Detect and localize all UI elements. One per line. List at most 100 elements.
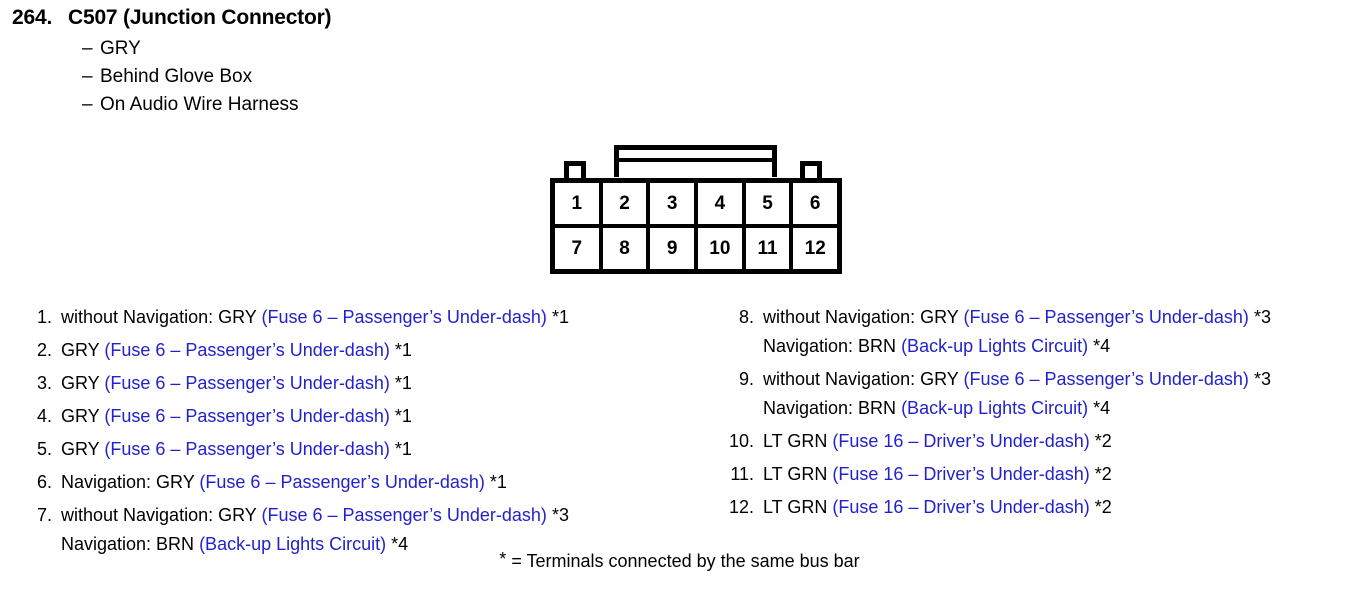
connector-attribute-label: GRY	[100, 38, 141, 59]
bullet-dash-icon: –	[82, 66, 93, 87]
pin-number: 11.	[730, 464, 754, 484]
item-number: 264.	[12, 6, 53, 29]
pin-description-line: LT GRN (Fuse 16 – Driver’s Under-dash) *…	[763, 427, 1358, 456]
pin-description-line: Navigation: BRN (Back-up Lights Circuit)…	[763, 332, 1358, 361]
pin-description-line: without Navigation: GRY (Fuse 6 – Passen…	[763, 303, 1358, 332]
pin-description: GRY (Fuse 6 – Passenger’s Under-dash) *1	[52, 369, 696, 398]
pin-description: GRY (Fuse 6 – Passenger’s Under-dash) *1	[52, 435, 696, 464]
connector-pin-8: 8	[603, 228, 651, 269]
circuit-reference: (Back-up Lights Circuit)	[901, 336, 1089, 356]
wire-color-label: without Navigation: GRY	[61, 505, 262, 525]
pin-description-line: without Navigation: GRY (Fuse 6 – Passen…	[61, 303, 696, 332]
pin-list-left-column: 1. without Navigation: GRY (Fuse 6 – Pass…	[16, 303, 696, 563]
circuit-reference: (Fuse 16 – Driver’s Under-dash)	[832, 464, 1090, 484]
connector-pin-6: 6	[809, 192, 821, 214]
wire-color-label: LT GRN	[763, 431, 833, 451]
circuit-reference: (Back-up Lights Circuit)	[901, 398, 1089, 418]
connector-pin-row-top: 1 2 3 4 5 6	[555, 183, 837, 228]
bus-bar-marker: *1	[389, 340, 412, 360]
pin-description-line: GRY (Fuse 6 – Passenger’s Under-dash) *1	[61, 336, 696, 365]
circuit-reference: (Fuse 6 – Passenger’s Under-dash)	[104, 373, 390, 393]
pin-list-item: 5.GRY (Fuse 6 – Passenger’s Under-dash) …	[16, 435, 696, 464]
pin-description: without Navigation: GRY (Fuse 6 – Passen…	[52, 303, 696, 332]
pin-number: 2.	[36, 340, 52, 360]
bus-bar-marker: *4	[1088, 398, 1111, 418]
connector-pin-row-bottom: 7 8 9 10 11 12	[555, 228, 837, 269]
circuit-reference: (Fuse 6 – Passenger’s Under-dash)	[104, 340, 390, 360]
pin-description: LT GRN (Fuse 16 – Driver’s Under-dash) *…	[754, 460, 1358, 489]
pin-list-item: 10. LT GRN (Fuse 16 – Driver’s Under-dash…	[718, 427, 1358, 456]
connector-attribute-label: Behind Glove Box	[100, 66, 253, 87]
connector-pin-7: 7	[555, 228, 603, 269]
pin-number: 1.	[36, 307, 52, 327]
pin-description-line: LT GRN (Fuse 16 – Driver’s Under-dash) *…	[763, 460, 1358, 489]
circuit-reference: (Fuse 6 – Passenger’s Under-dash)	[963, 369, 1249, 389]
bus-bar-marker: *4	[386, 534, 409, 554]
pin-description: without Navigation: GRY (Fuse 6 – Passen…	[754, 365, 1358, 423]
pin-description-line: without Navigation: GRY (Fuse 6 – Passen…	[61, 501, 696, 530]
connector-pin-2: 2	[603, 183, 651, 224]
connector-pin-5: 5	[746, 183, 794, 224]
pin-list-item: 3.GRY (Fuse 6 – Passenger’s Under-dash) …	[16, 369, 696, 398]
bus-bar-marker: *1	[546, 307, 569, 327]
connector-attribute-location: –Behind Glove Box	[82, 63, 712, 91]
pin-number: 12.	[728, 497, 754, 517]
pin-description: GRY (Fuse 6 – Passenger’s Under-dash) *1	[52, 336, 696, 365]
pin-description: GRY (Fuse 6 – Passenger’s Under-dash) *1	[52, 402, 696, 431]
pin-description: without Navigation: GRY (Fuse 6 – Passen…	[754, 303, 1358, 361]
connector-pin-10: 10	[698, 228, 746, 269]
circuit-reference: (Fuse 16 – Driver’s Under-dash)	[832, 431, 1090, 451]
connector-notch-left	[564, 161, 586, 183]
circuit-reference: (Fuse 6 – Passenger’s Under-dash)	[199, 472, 485, 492]
connector-latch-tab-line	[619, 158, 772, 162]
connector-pin-1: 1	[555, 183, 603, 224]
bus-bar-marker: *1	[389, 439, 412, 459]
wire-color-label: GRY	[61, 373, 105, 393]
page-title: 264. C507 (Junction Connector)	[12, 6, 712, 30]
pin-description: Navigation: GRY (Fuse 6 – Passenger’s Un…	[52, 468, 696, 497]
bus-bar-marker: *3	[546, 505, 569, 525]
connector-header: 264. C507 (Junction Connector) –GRY –Beh…	[12, 6, 712, 119]
bus-bar-marker: *2	[1089, 464, 1112, 484]
bus-bar-marker: *2	[1089, 497, 1112, 517]
circuit-reference: (Back-up Lights Circuit)	[199, 534, 387, 554]
bus-bar-marker: *3	[1248, 369, 1271, 389]
pin-description-line: without Navigation: GRY (Fuse 6 – Passen…	[763, 365, 1358, 394]
wire-color-label: LT GRN	[763, 497, 833, 517]
connector-pin-9: 9	[650, 228, 699, 269]
connector-pin-4: 4	[698, 183, 746, 224]
pin-list-item: 11. LT GRN (Fuse 16 – Driver’s Under-dash…	[718, 460, 1358, 489]
wire-color-label: without Navigation: GRY	[61, 307, 262, 327]
pin-list-item: 4.GRY (Fuse 6 – Passenger’s Under-dash) …	[16, 402, 696, 431]
circuit-reference: (Fuse 6 – Passenger’s Under-dash)	[963, 307, 1249, 327]
pin-description-line: GRY (Fuse 6 – Passenger’s Under-dash) *1	[61, 369, 696, 398]
pin-description-line: Navigation: GRY (Fuse 6 – Passenger’s Un…	[61, 468, 696, 497]
wire-color-label: Navigation: GRY	[61, 472, 200, 492]
circuit-reference: (Fuse 16 – Driver’s Under-dash)	[832, 497, 1090, 517]
bullet-dash-icon: –	[82, 94, 93, 115]
circuit-reference: (Fuse 6 – Passenger’s Under-dash)	[261, 505, 547, 525]
pin-number: 7.	[36, 505, 52, 525]
footnote-star-icon: *	[499, 549, 507, 569]
pin-number: 9.	[738, 369, 754, 389]
wire-color-label: GRY	[61, 406, 105, 426]
connector-diagram: 1 2 3 4 5 6 7 8 9 10 11 12	[546, 140, 846, 280]
wire-color-label: Navigation: BRN	[763, 398, 902, 418]
pin-number: 10.	[728, 431, 754, 451]
bus-bar-marker: *2	[1089, 431, 1112, 451]
bus-bar-marker: *3	[1248, 307, 1271, 327]
wire-color-label: without Navigation: GRY	[763, 369, 964, 389]
connector-notch-right	[800, 161, 822, 183]
connector-pin-12: 12	[804, 237, 826, 259]
footnote: * = Terminals connected by the same bus …	[0, 549, 1359, 573]
wire-color-label: LT GRN	[763, 464, 833, 484]
connector-pin-11: 11	[746, 228, 794, 269]
bus-bar-marker: *4	[1088, 336, 1111, 356]
bus-bar-marker: *1	[389, 406, 412, 426]
circuit-reference: (Fuse 6 – Passenger’s Under-dash)	[104, 439, 390, 459]
connector-attribute-color: –GRY	[82, 35, 712, 63]
wire-color-label: GRY	[61, 340, 105, 360]
connector-attribute-list: –GRY –Behind Glove Box –On Audio Wire Ha…	[12, 35, 712, 119]
bus-bar-marker: *1	[389, 373, 412, 393]
pin-description-line: Navigation: BRN (Back-up Lights Circuit)…	[61, 530, 696, 559]
